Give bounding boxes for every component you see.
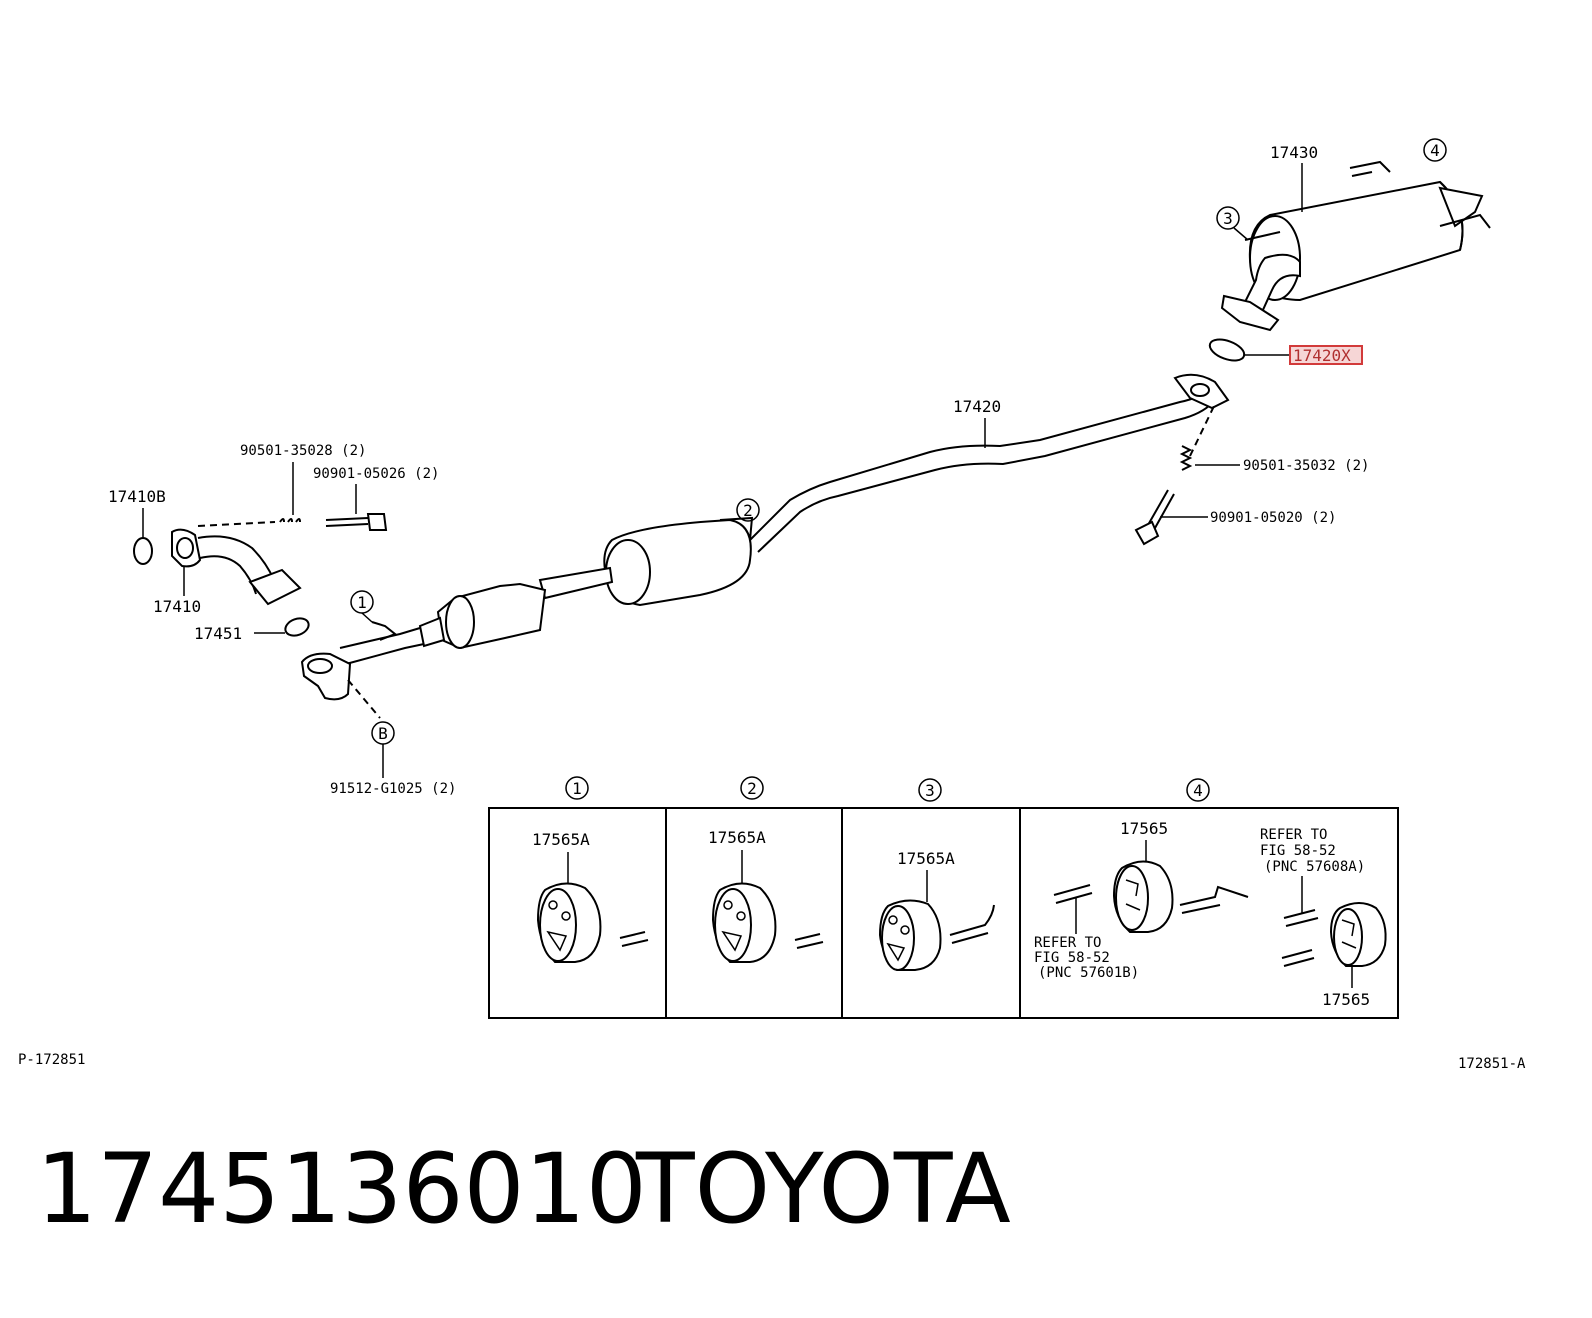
panel4-part-label-top: 17565 — [1120, 819, 1168, 838]
marker-4[interactable]: 4 — [1423, 138, 1447, 162]
svg-text:B: B — [378, 724, 388, 743]
refer-a-line3: (PNC 57601B) — [1038, 965, 1139, 981]
refer-a-line2: FIG 58-52 — [1034, 950, 1110, 966]
detail-panels — [488, 807, 1399, 1019]
svg-text:3: 3 — [1223, 209, 1233, 228]
highlight-box — [1289, 345, 1363, 365]
refer-b-line2: FIG 58-52 — [1260, 843, 1336, 859]
muffler-17430[interactable] — [1220, 160, 1491, 332]
label-17410: 17410 — [153, 597, 201, 616]
label-91512-g1025: 91512-G1025 (2) — [330, 781, 456, 797]
label-17420: 17420 — [953, 397, 1001, 416]
label-17430: 17430 — [1270, 143, 1318, 162]
label-17451: 17451 — [194, 624, 242, 643]
code-left: P-172851 — [18, 1052, 85, 1068]
svg-text:4: 4 — [1430, 141, 1440, 160]
svg-text:4: 4 — [1193, 781, 1203, 800]
part-number-title: 1745136010 — [36, 1133, 647, 1245]
gasket-17420x[interactable] — [1207, 335, 1247, 364]
label-17410b: 17410B — [108, 487, 166, 506]
marker-b[interactable]: B — [371, 721, 395, 745]
label-90901-05026: 90901-05026 (2) — [313, 466, 439, 482]
refer-b-line1: REFER TO — [1260, 827, 1327, 843]
hanger-17565a-panel1[interactable] — [536, 882, 602, 963]
panel2-part-label: 17565A — [708, 828, 766, 847]
hanger-17565a-panel2[interactable] — [711, 882, 777, 963]
panel-header-4: 4 — [1186, 778, 1210, 802]
spring-90501-35032[interactable] — [1179, 445, 1193, 471]
panel-header-2: 2 — [740, 776, 764, 800]
marker-2[interactable]: 2 — [736, 498, 760, 522]
panel-header-3: 3 — [918, 778, 942, 802]
svg-text:2: 2 — [747, 779, 757, 798]
gasket-17410b[interactable] — [133, 537, 153, 565]
marker-3[interactable]: 3 — [1216, 206, 1240, 230]
code-right: 172851-A — [1458, 1056, 1526, 1072]
bolt-90901-05020[interactable] — [1134, 489, 1175, 546]
svg-text:1: 1 — [572, 779, 582, 798]
label-90501-35032: 90501-35032 (2) — [1243, 458, 1369, 474]
label-90501-35028: 90501-35028 (2) — [240, 443, 366, 459]
refer-b-line3: (PNC 57608A) — [1264, 859, 1365, 875]
front-pipe-17410[interactable] — [171, 528, 302, 606]
hanger-17565-panel4-top[interactable] — [1112, 860, 1174, 933]
refer-a-line1: REFER TO — [1034, 935, 1101, 951]
gasket-17451[interactable] — [283, 615, 311, 638]
spring-90501-35028[interactable] — [279, 518, 301, 523]
center-pipe-17420[interactable] — [300, 373, 1230, 701]
bolt-90901-05026[interactable] — [325, 513, 388, 531]
panel3-part-label: 17565A — [897, 849, 955, 868]
label-90901-05020: 90901-05020 (2) — [1210, 510, 1336, 526]
marker-1[interactable]: 1 — [350, 590, 374, 614]
label-17420x[interactable]: 17420X — [1293, 346, 1351, 365]
panel1-part-label: 17565A — [532, 830, 590, 849]
hanger-17565a-panel3[interactable] — [878, 899, 942, 971]
panel-header-1: 1 — [565, 776, 589, 800]
hanger-17565-panel4-bottom[interactable] — [1329, 902, 1387, 967]
svg-text:2: 2 — [743, 501, 753, 520]
brand-title: TOYOTA — [635, 1133, 1011, 1245]
panel4-part-label-bottom: 17565 — [1322, 990, 1370, 1009]
svg-text:1: 1 — [357, 593, 367, 612]
svg-text:3: 3 — [925, 781, 935, 800]
